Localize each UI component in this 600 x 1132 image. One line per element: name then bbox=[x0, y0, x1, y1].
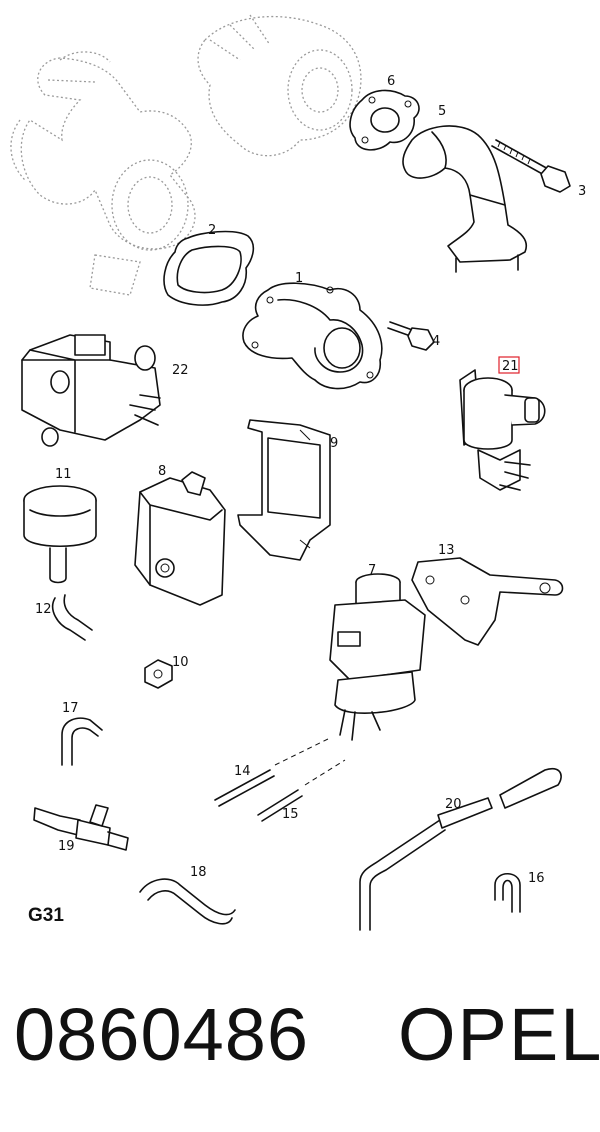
brand-name: OPEL bbox=[398, 993, 600, 1076]
svg-text:12: 12 bbox=[35, 602, 52, 617]
svg-text:5: 5 bbox=[438, 104, 446, 119]
part-8-control-module: 8 bbox=[134, 464, 226, 606]
svg-text:16: 16 bbox=[528, 871, 545, 886]
part-10-nut: 10 bbox=[144, 655, 189, 689]
svg-text:18: 18 bbox=[190, 865, 207, 880]
part-22-valve-block: 22 bbox=[21, 334, 189, 447]
parts-diagram: 6 5 3 2 1 4 bbox=[10, 14, 586, 931]
svg-text:10: 10 bbox=[172, 655, 189, 670]
svg-text:1: 1 bbox=[295, 271, 303, 286]
svg-text:6: 6 bbox=[387, 74, 395, 89]
part-number: 0860486 bbox=[14, 993, 310, 1076]
part-15-tube: 15 bbox=[257, 759, 346, 822]
part-3-bolt: 3 bbox=[491, 139, 586, 199]
part-13-mounting-bracket: 13 bbox=[411, 543, 564, 646]
svg-text:13: 13 bbox=[438, 543, 455, 558]
svg-text:7: 7 bbox=[368, 563, 376, 578]
part-20-hose: 20 bbox=[359, 767, 562, 931]
part-17-hose: 17 bbox=[61, 701, 103, 766]
part-1-manifold: 1 bbox=[242, 271, 383, 390]
part-7-pressure-converter: 7 bbox=[329, 563, 426, 741]
sheet-code: G31 bbox=[28, 905, 64, 926]
part-12-hose: 12 bbox=[35, 594, 93, 641]
part-5-elbow-pipe: 5 bbox=[402, 104, 527, 273]
callout-21-highlight bbox=[498, 356, 520, 374]
part-18-hose: 18 bbox=[139, 865, 236, 925]
part-9-bracket: 9 bbox=[237, 419, 338, 561]
svg-text:19: 19 bbox=[58, 839, 75, 854]
svg-text:8: 8 bbox=[158, 464, 166, 479]
svg-text:2: 2 bbox=[208, 223, 216, 238]
part-2-gasket: 2 bbox=[163, 223, 255, 306]
svg-text:4: 4 bbox=[432, 334, 440, 349]
part-11-reservoir: 11 bbox=[23, 467, 97, 584]
part-14-tube: 14 bbox=[214, 737, 331, 807]
part-16-u-hose: 16 bbox=[494, 871, 545, 913]
footer: 0860486 OPEL bbox=[0, 985, 600, 1095]
part-21-solenoid-valve: 21 bbox=[459, 356, 546, 491]
part-19-t-connector: 19 bbox=[33, 804, 129, 854]
svg-text:9: 9 bbox=[330, 436, 338, 451]
svg-text:22: 22 bbox=[172, 363, 189, 378]
svg-text:14: 14 bbox=[234, 764, 251, 779]
part-4-bolt: 4 bbox=[387, 321, 440, 351]
turbocharger-outline bbox=[10, 14, 362, 296]
svg-text:3: 3 bbox=[578, 184, 586, 199]
svg-text:15: 15 bbox=[282, 807, 299, 822]
svg-text:20: 20 bbox=[445, 797, 462, 812]
svg-text:21: 21 bbox=[502, 359, 519, 374]
part-6-gasket: 6 bbox=[349, 74, 420, 151]
svg-text:11: 11 bbox=[55, 467, 72, 482]
svg-text:17: 17 bbox=[62, 701, 79, 716]
